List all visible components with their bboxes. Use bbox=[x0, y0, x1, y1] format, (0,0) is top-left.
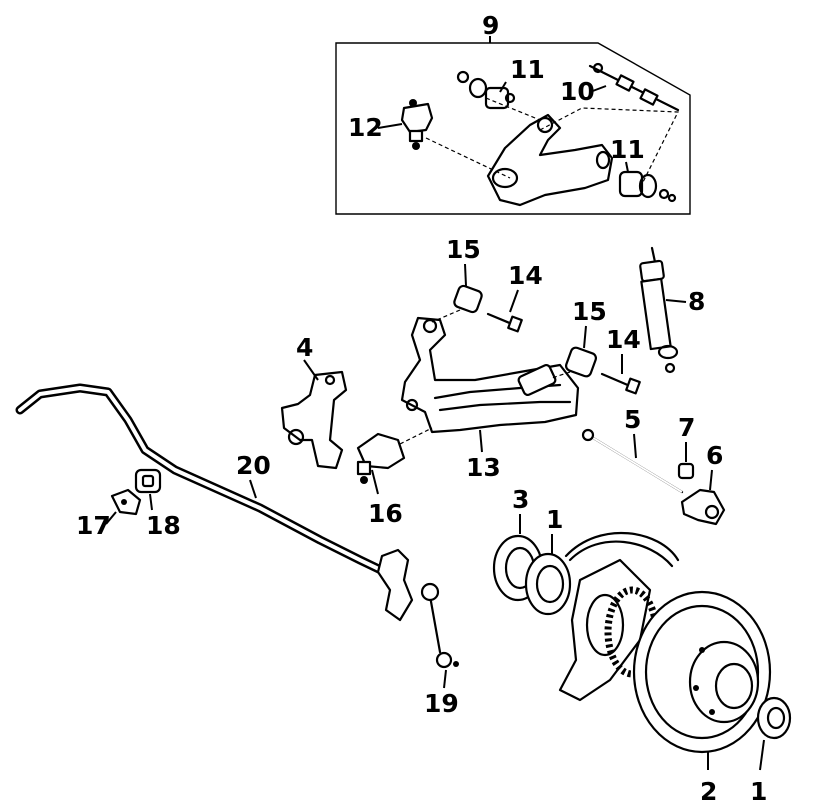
callout-11-lower: 11 bbox=[610, 135, 645, 164]
callout-labels: 9 11 10 12 11 15 14 8 4 15 14 5 7 6 13 2… bbox=[76, 11, 767, 806]
lower-bolt-front bbox=[486, 312, 523, 333]
callout-4: 4 bbox=[296, 333, 313, 362]
callout-10: 10 bbox=[560, 77, 595, 106]
callout-20: 20 bbox=[236, 451, 271, 480]
callout-8: 8 bbox=[688, 287, 705, 316]
lower-bolt-rear bbox=[600, 372, 641, 395]
callout-9: 9 bbox=[482, 11, 499, 40]
stabilizer-bracket-part bbox=[110, 488, 142, 516]
callout-3: 3 bbox=[512, 485, 529, 514]
stabilizer-bushing-part bbox=[134, 468, 162, 494]
lower-control-arm-part bbox=[400, 316, 580, 434]
callout-19: 19 bbox=[424, 689, 459, 718]
upper-bushing-front bbox=[456, 70, 516, 110]
callout-15-upper: 15 bbox=[446, 235, 481, 264]
callout-11-upper: 11 bbox=[510, 55, 545, 84]
inset-frame bbox=[335, 42, 691, 215]
inset-upper-arm-assembly bbox=[335, 36, 691, 215]
callout-17: 17 bbox=[76, 511, 111, 540]
callout-13: 13 bbox=[466, 453, 501, 482]
stabilizer-link-part bbox=[420, 582, 459, 669]
callout-18: 18 bbox=[146, 511, 181, 540]
callout-12: 12 bbox=[348, 113, 383, 142]
callout-1-upper: 1 bbox=[546, 505, 563, 534]
callout-6: 6 bbox=[706, 441, 723, 470]
bushing-part-7 bbox=[677, 462, 695, 480]
lower-bushing-rear bbox=[551, 346, 598, 379]
callout-14-lower: 14 bbox=[606, 325, 641, 354]
splash-shield-part bbox=[558, 558, 652, 702]
outer-bearing-part bbox=[756, 696, 792, 740]
callout-5: 5 bbox=[624, 405, 641, 434]
dust-seal-part bbox=[564, 531, 680, 568]
steering-knuckle-part bbox=[280, 370, 348, 470]
callout-16: 16 bbox=[368, 499, 403, 528]
callout-2: 2 bbox=[700, 777, 717, 806]
cross-shaft-part bbox=[588, 62, 680, 112]
stabilizer-bar-part bbox=[15, 383, 414, 622]
callout-1-lower: 1 bbox=[750, 777, 767, 806]
upper-bushing-rear bbox=[618, 170, 677, 203]
lower-bushing-front bbox=[431, 284, 483, 323]
lower-ball-joint-part bbox=[356, 427, 433, 484]
shock-absorber-part bbox=[639, 246, 679, 374]
wheel-bearing-part bbox=[524, 552, 572, 616]
bracket-part-6 bbox=[680, 488, 726, 526]
strut-rod-part bbox=[581, 428, 684, 494]
ball-joint-part bbox=[400, 99, 434, 150]
callout-14-upper: 14 bbox=[508, 261, 543, 290]
brake-rotor-part bbox=[632, 590, 772, 754]
callout-7: 7 bbox=[678, 413, 695, 442]
callout-15-lower: 15 bbox=[572, 297, 607, 326]
